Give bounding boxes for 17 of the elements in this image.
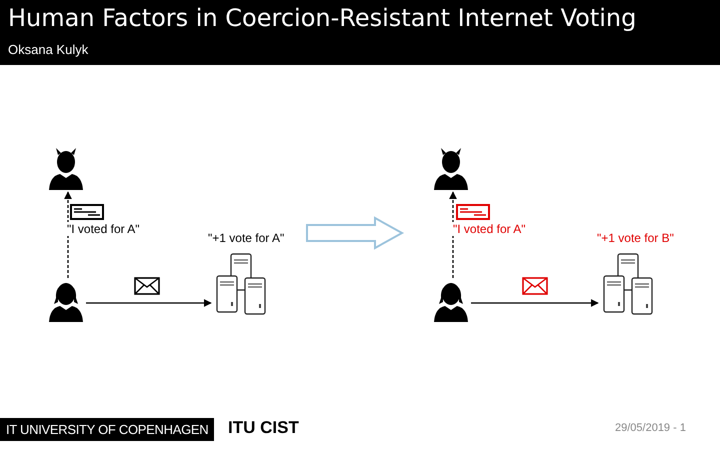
- coercer-icon: [433, 148, 469, 190]
- author-name: Oksana Kulyk: [8, 42, 88, 57]
- footer-text: ITU CIST: [228, 418, 299, 438]
- server-caption: "+1 vote for A": [207, 231, 286, 245]
- person-icon: [48, 280, 84, 322]
- arrow: [86, 299, 212, 307]
- slide-title: Human Factors in Coercion-Resistant Internet Voting: [8, 4, 636, 32]
- coercer-icon: [48, 148, 84, 190]
- arrow: [449, 191, 457, 278]
- server-caption: "+1 vote for B": [596, 231, 675, 245]
- edge-label: "I voted for A": [452, 222, 527, 236]
- slide-date: 29/05/2019 - 1: [615, 422, 686, 434]
- footer-banner: IT UNIVERSITY OF COPENHAGEN: [0, 418, 214, 441]
- arrow: [471, 299, 599, 307]
- arrow: [64, 191, 72, 278]
- person-icon: [433, 280, 469, 322]
- edge-label: "I voted for A": [66, 222, 141, 236]
